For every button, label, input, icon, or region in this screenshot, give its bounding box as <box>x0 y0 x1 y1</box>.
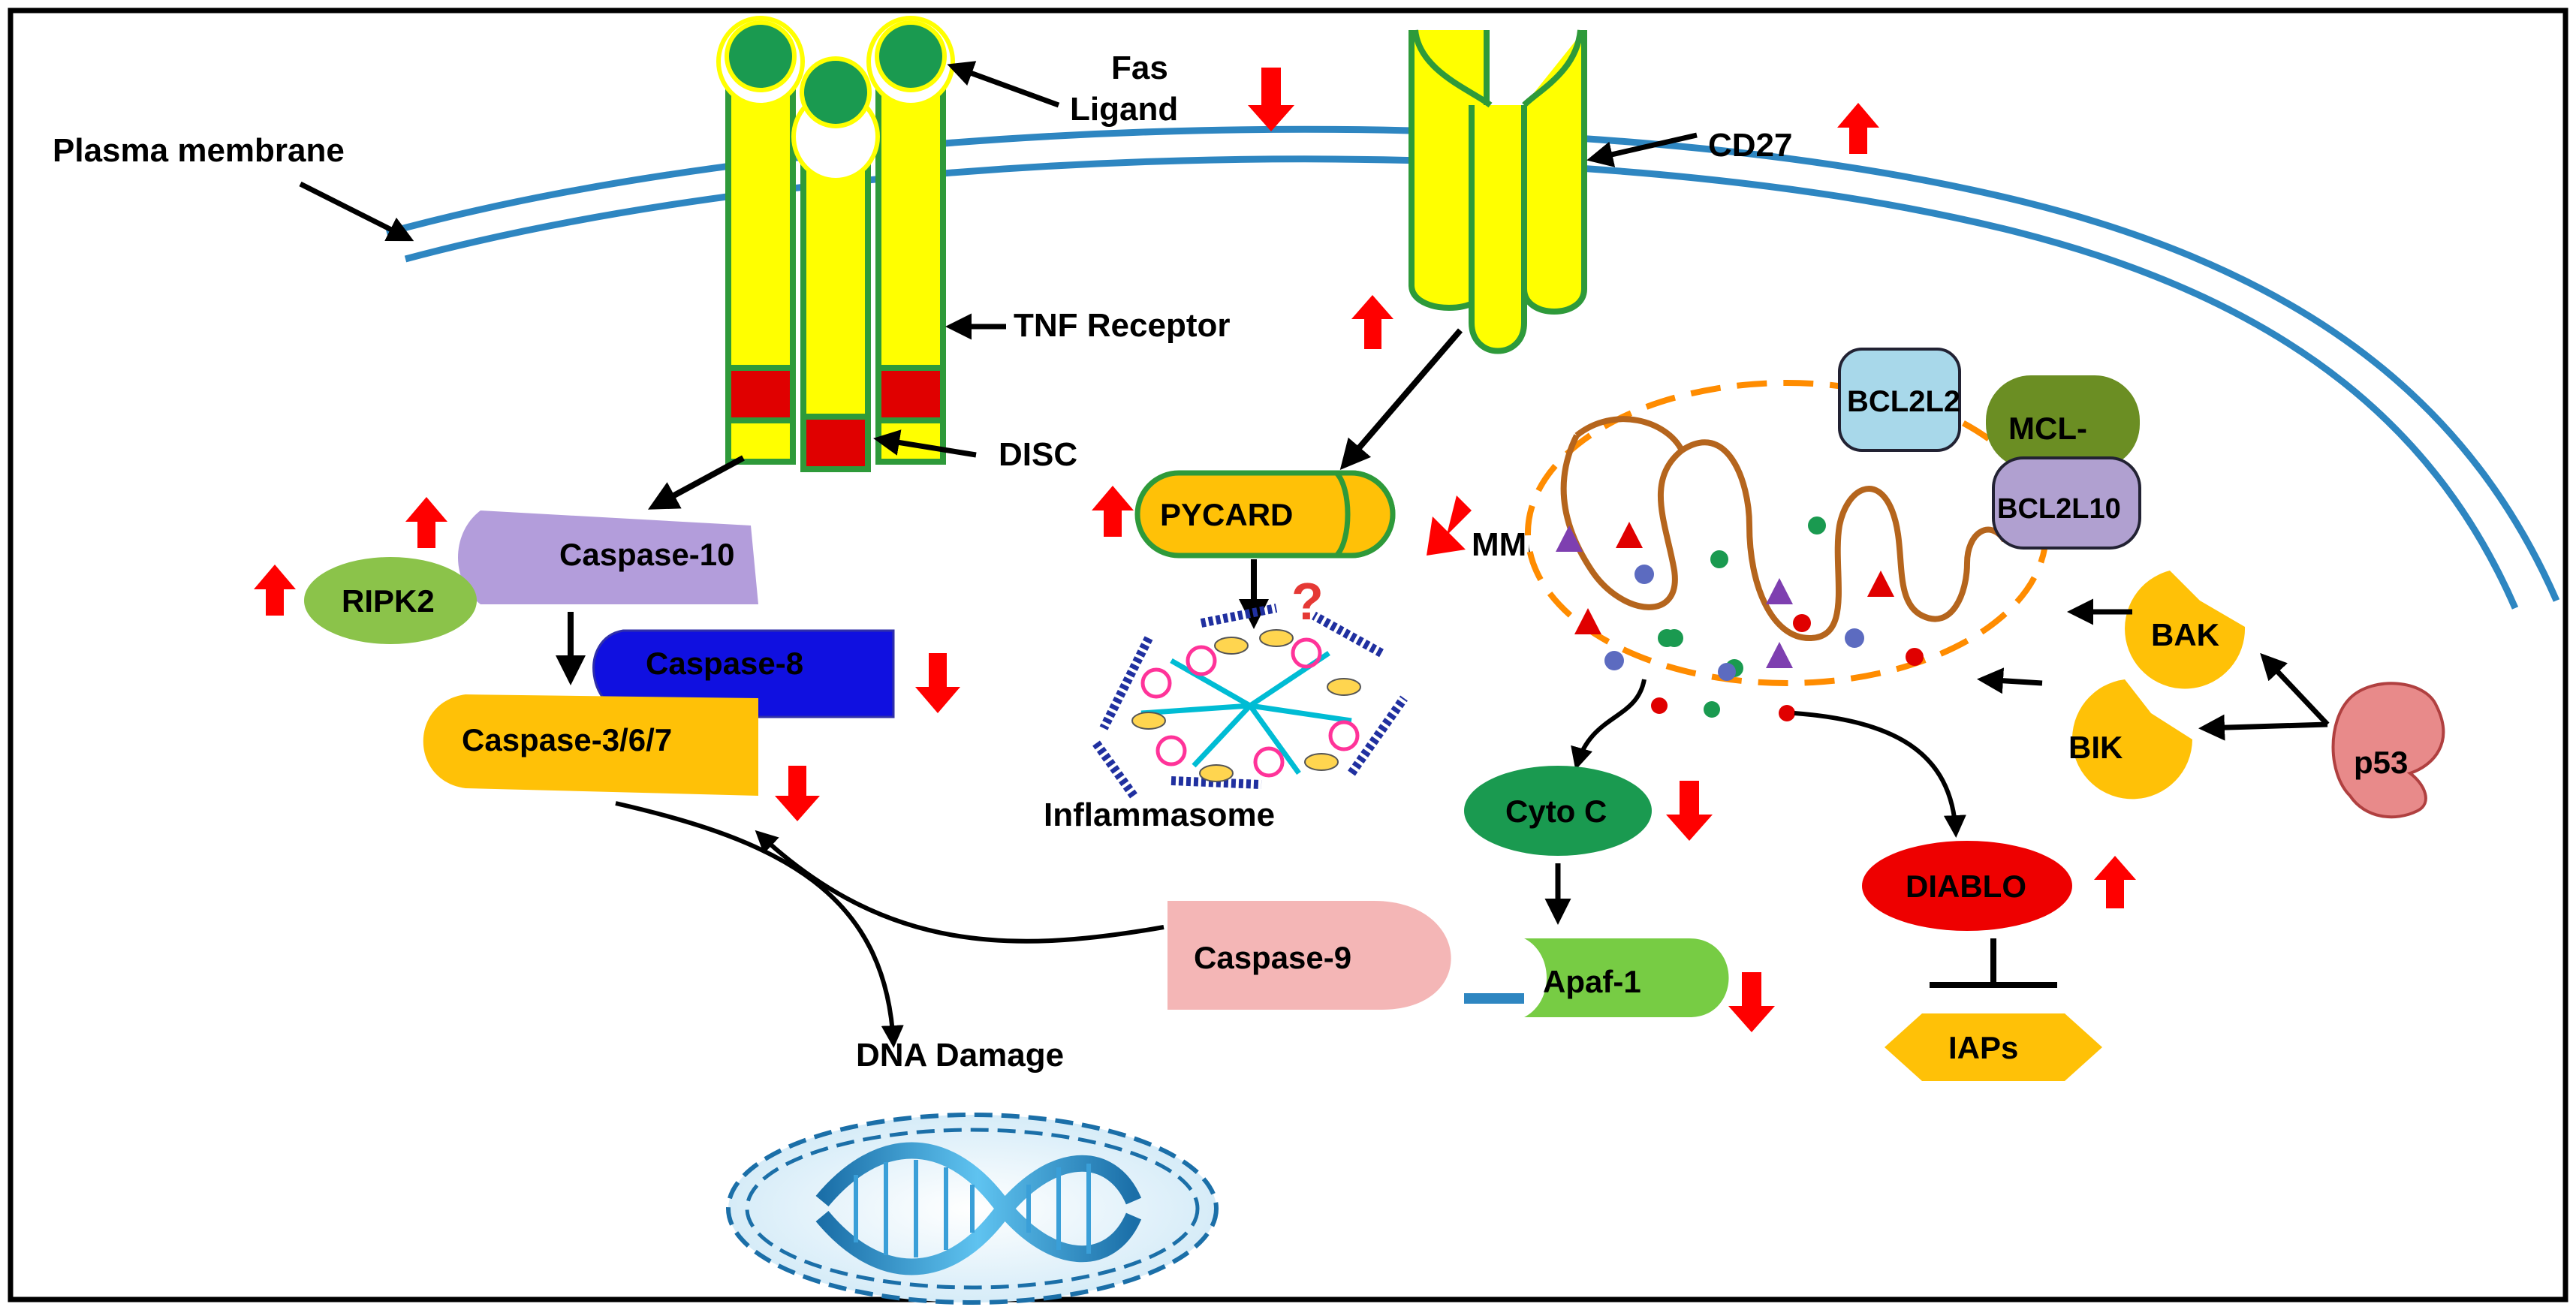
fas-ligand-pointer <box>947 61 1060 108</box>
apaf-1-label: Apaf-1 <box>1543 964 1641 999</box>
arrow-caspase9-to-caspase367 <box>755 830 1164 944</box>
bak-node: BAK <box>2125 571 2246 689</box>
iaps-node: IAPs <box>1885 1013 2102 1081</box>
ripk2-up-arrow <box>254 565 296 616</box>
caspase-3-6-7-label: Caspase-3/6/7 <box>462 722 672 757</box>
plasma-membrane-label: Plasma membrane <box>53 132 345 169</box>
arrow-mito-to-diablo <box>1794 711 1966 838</box>
mcl-node: MCL- <box>1986 375 2140 469</box>
cd27-up-arrow <box>1837 103 1879 154</box>
disc-block-left <box>725 365 796 423</box>
dna-helix <box>815 1142 1142 1275</box>
inflammasome-structure <box>1092 604 1408 799</box>
arrow-cd27-to-pycard <box>1339 328 1463 471</box>
cd27-label: CD27 <box>1708 127 1793 164</box>
arrow-bik-to-mitochondrion <box>1977 667 2043 694</box>
inflammasome-label: Inflammasome <box>1044 797 1275 833</box>
fas-ligand-ball-center <box>800 56 872 128</box>
arrow-disc-to-caspase10 <box>647 455 745 510</box>
disc-block-right <box>875 365 946 423</box>
bcl2l2-node: BCL2L2 <box>1838 348 1961 452</box>
caspase-8-label: Caspase-8 <box>646 646 803 681</box>
cyto-c-label: Cyto C <box>1505 794 1607 829</box>
fas-ligand-down-arrow <box>1248 68 1294 131</box>
plasma-membrane-pointer <box>299 181 414 242</box>
disc-pointer <box>873 429 977 458</box>
mmp-down-arrow <box>1427 495 1472 556</box>
cyto-c-node: Cyto C <box>1464 766 1652 856</box>
cyto-c-down-arrow <box>1666 781 1713 841</box>
dna-damage-label: DNA Damage <box>856 1037 1064 1074</box>
bcl2l10-node: BCL2L10 <box>1992 456 2141 550</box>
tnf-receptor-up-arrow <box>1351 295 1393 349</box>
arrow-p53-to-bak <box>2260 652 2330 727</box>
caspase-8-node: Caspase-8 <box>592 629 895 718</box>
pycard-node: PYCARD <box>1134 470 1396 559</box>
ripk2-label: RIPK2 <box>342 583 435 619</box>
caspase-3-6-7-down-arrow <box>775 766 820 821</box>
disc-label: DISC <box>999 436 1077 473</box>
apaf-1-down-arrow <box>1728 972 1775 1032</box>
cd27-pointer <box>1586 132 1698 167</box>
mcl-label: MCL- <box>2008 411 2087 446</box>
caspase-9-label: Caspase-9 <box>1194 940 1351 975</box>
fas-ligand-ball-left <box>725 20 797 92</box>
iaps-label: IAPs <box>1948 1030 2018 1065</box>
arrow-p53-to-bik <box>2198 714 2328 741</box>
bak-label: BAK <box>2151 617 2219 652</box>
caspase-10-up-arrow <box>405 497 447 548</box>
bik-label: BIK <box>2068 730 2123 765</box>
caspase-10-node: Caspase-10 <box>458 510 758 604</box>
pycard-label: PYCARD <box>1160 497 1293 532</box>
mitochondrion <box>1525 380 2049 686</box>
tnf-receptor-complex <box>716 16 955 472</box>
fas-ligand-label-line2: Ligand <box>1070 91 1178 128</box>
bik-node: BIK <box>2068 679 2192 800</box>
p53-node: p53 <box>2331 682 2445 819</box>
arrow-caspase367-to-dna <box>615 801 904 1048</box>
diablo-label: DIABLO <box>1906 869 2026 904</box>
disc-block-center <box>800 414 871 472</box>
fas-ligand-ball-right <box>875 20 947 92</box>
fas-ligand-label-line1: Fas <box>1111 50 1168 86</box>
diablo-node: DIABLO <box>1862 841 2072 931</box>
cd27-receptor <box>1409 29 1587 354</box>
released-molecules <box>1604 629 1795 721</box>
caspase-10-label: Caspase-10 <box>559 537 734 572</box>
diablo-up-arrow <box>2094 856 2136 908</box>
tnf-receptor-label: TNF Receptor <box>1014 307 1230 344</box>
apaf-1-node: Apaf-1 <box>1524 938 1729 1017</box>
bcl2l2-label: BCL2L2 <box>1847 385 1960 418</box>
caspase-8-down-arrow <box>915 653 960 713</box>
pycard-up-arrow <box>1092 486 1134 537</box>
ripk2-node: RIPK2 <box>304 557 477 644</box>
p53-label: p53 <box>2354 745 2408 780</box>
caspase-9-node: Caspase-9 <box>1167 901 1451 1010</box>
caspase-3-6-7-node: Caspase-3/6/7 <box>423 694 758 796</box>
bcl2l10-label: BCL2L10 <box>1997 493 2121 525</box>
arrow-mito-to-cytoc <box>1571 679 1647 770</box>
